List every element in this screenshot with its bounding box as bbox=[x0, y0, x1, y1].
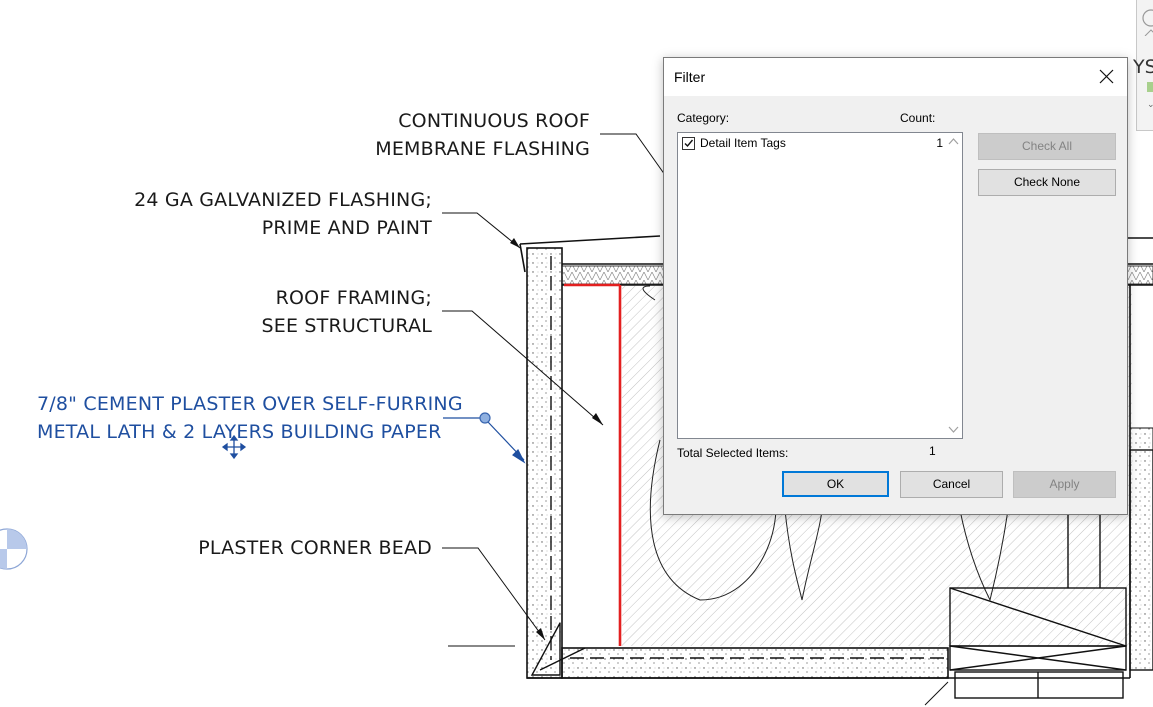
category-label: Detail Item Tags bbox=[700, 136, 786, 150]
list-scrollbar[interactable] bbox=[945, 133, 962, 438]
dialog-titlebar[interactable]: Filter bbox=[664, 58, 1127, 96]
navigation-wheel-icon[interactable] bbox=[0, 528, 28, 570]
chevron-up-icon[interactable] bbox=[945, 133, 962, 150]
highlighted-framing bbox=[564, 283, 622, 646]
note-roof-framing-line1: ROOF FRAMING; bbox=[275, 287, 432, 309]
note-roof-membrane-line1: CONTINUOUS ROOF bbox=[398, 110, 590, 132]
move-grip-icon[interactable] bbox=[221, 434, 247, 460]
note-galvanized-flashing[interactable]: 24 GA GALVANIZED FLASHING; PRIME AND PAI… bbox=[132, 186, 432, 242]
total-selected-label: Total Selected Items: bbox=[677, 446, 789, 460]
note-cement-plaster-selected[interactable]: 7/8" CEMENT PLASTER OVER SELF-FURRING ME… bbox=[37, 390, 463, 446]
note-flashing-line1: 24 GA GALVANIZED FLASHING; bbox=[134, 189, 432, 211]
count-header: Count: bbox=[900, 111, 936, 125]
dialog-title: Filter bbox=[674, 69, 706, 85]
view-cube-icon[interactable] bbox=[1137, 6, 1153, 36]
close-button[interactable] bbox=[1083, 58, 1127, 96]
cancel-label: Cancel bbox=[932, 477, 971, 491]
note-roof-framing-line2: SEE STRUCTURAL bbox=[261, 315, 432, 337]
total-selected-value: 1 bbox=[929, 444, 936, 458]
batt-insulation-loops bbox=[642, 285, 1009, 602]
checkmark-icon bbox=[684, 139, 694, 148]
ribbon-status-mark bbox=[1147, 82, 1153, 92]
note-roof-framing[interactable]: ROOF FRAMING; SEE STRUCTURAL bbox=[232, 284, 432, 340]
check-none-button[interactable]: Check None bbox=[978, 169, 1116, 196]
note-plaster-line1: 7/8" CEMENT PLASTER OVER SELF-FURRING bbox=[37, 393, 463, 415]
apply-label: Apply bbox=[1049, 477, 1080, 491]
close-icon bbox=[1099, 69, 1114, 84]
window-frame bbox=[949, 449, 1153, 699]
cancel-button[interactable]: Cancel bbox=[900, 471, 1003, 498]
check-all-button[interactable]: Check All bbox=[978, 133, 1116, 160]
note-plaster-line2: METAL LATH & 2 LAYERS BUILDING PAPER bbox=[37, 421, 442, 443]
category-count: 1 bbox=[936, 136, 943, 150]
note-roof-membrane[interactable]: CONTINUOUS ROOF MEMBRANE FLASHING bbox=[372, 107, 590, 163]
check-all-label: Check All bbox=[1021, 139, 1073, 153]
ok-button[interactable]: OK bbox=[782, 471, 889, 497]
note-corner-bead-text: PLASTER CORNER BEAD bbox=[198, 537, 432, 559]
leader-lines bbox=[442, 133, 949, 706]
selected-leader[interactable] bbox=[443, 412, 526, 464]
note-plaster-corner-bead[interactable]: PLASTER CORNER BEAD bbox=[180, 534, 432, 562]
ok-label: OK bbox=[826, 477, 845, 491]
ribbon-partial-label: YS bbox=[1133, 56, 1153, 78]
leader-arrowheads bbox=[510, 238, 603, 640]
note-roof-membrane-line2: MEMBRANE FLASHING bbox=[375, 138, 590, 160]
chevron-down-icon[interactable]: ⌄ bbox=[1147, 100, 1153, 110]
check-none-label: Check None bbox=[1013, 175, 1081, 189]
category-checkbox[interactable] bbox=[682, 137, 695, 150]
apply-button[interactable]: Apply bbox=[1013, 471, 1116, 498]
ribbon-panel-edge: YS ⌄ bbox=[1133, 0, 1153, 131]
category-list[interactable]: Detail Item Tags 1 bbox=[677, 132, 963, 439]
filter-dialog: Filter Category: Count: Detail Item Tags… bbox=[663, 57, 1128, 515]
category-header: Category: bbox=[677, 111, 730, 125]
list-item[interactable]: Detail Item Tags 1 bbox=[680, 135, 943, 153]
corner-bead-shape bbox=[530, 622, 586, 676]
note-flashing-line2: PRIME AND PAINT bbox=[261, 217, 432, 239]
chevron-down-icon[interactable] bbox=[945, 421, 962, 438]
